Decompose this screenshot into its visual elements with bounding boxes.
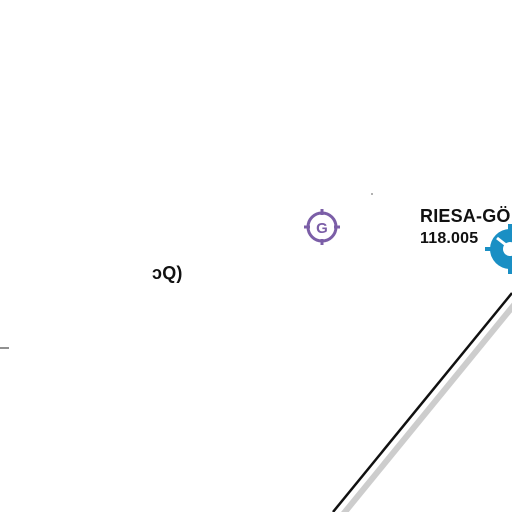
station-frequency-label: 118.005 (420, 230, 479, 247)
station-name-label: RIESA-GÖ (420, 206, 511, 226)
route-line-shadow (341, 302, 512, 512)
gnss-waypoint-icon[interactable]: G (304, 209, 340, 245)
vor-dme-icon[interactable] (485, 224, 512, 274)
partial-map-label: ɔQ) (152, 263, 183, 283)
waypoint-letter: G (316, 220, 328, 237)
route-line[interactable] (332, 292, 512, 512)
